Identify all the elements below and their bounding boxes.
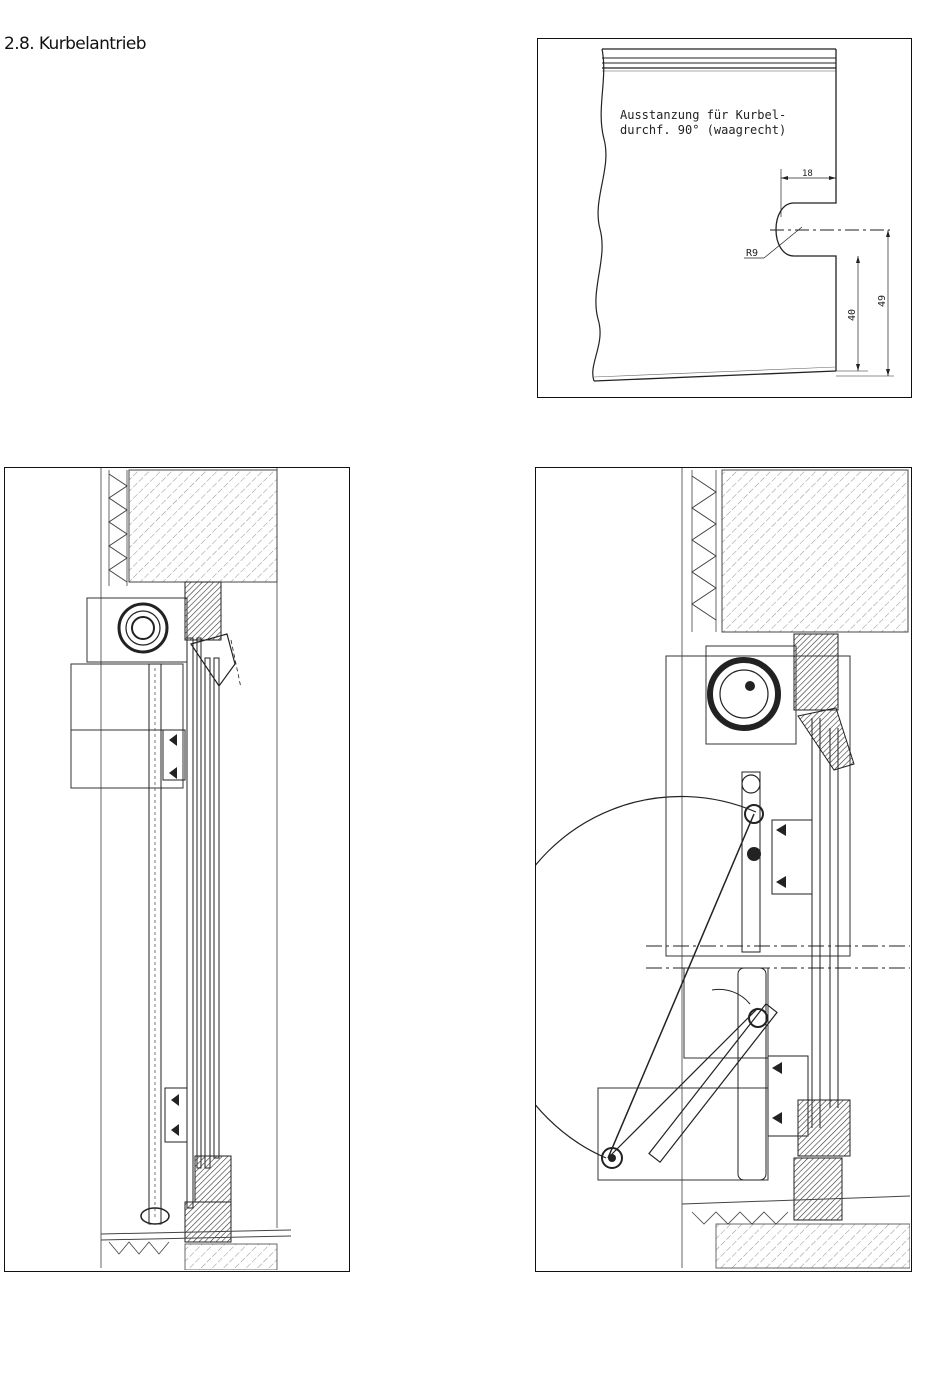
section-closed-svg (5, 468, 348, 1270)
crank-cutout-svg: Ausstanzung für Kurbel- durchf. 90° (waa… (538, 39, 910, 396)
section-swing-svg (536, 468, 910, 1270)
crank-drive-section-swing (535, 467, 912, 1272)
cutout-note-line-2: durchf. 90° (waagrecht) (620, 123, 786, 137)
crank-drive-section-closed (4, 467, 350, 1272)
dimension-height-inner-label: 40 (847, 309, 858, 321)
dimension-height-outer-label: 49 (877, 295, 888, 307)
page-title: 2.8. Kurbelantrieb (4, 34, 146, 54)
cutout-note-line-1: Ausstanzung für Kurbel- (620, 108, 786, 122)
dimension-width-label: 18 (802, 169, 813, 179)
dimension-radius-label: R9 (746, 248, 758, 259)
crank-cutout-detail-drawing: Ausstanzung für Kurbel- durchf. 90° (waa… (537, 38, 912, 398)
